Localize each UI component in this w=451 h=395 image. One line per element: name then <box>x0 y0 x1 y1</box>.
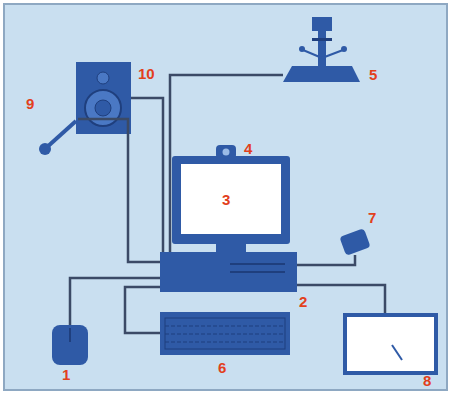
frame <box>4 4 447 390</box>
callout-number: 6 <box>218 360 226 376</box>
cable <box>70 278 160 325</box>
cable <box>125 287 160 333</box>
microphone-symbol <box>39 121 76 155</box>
callout-number: 10 <box>138 66 155 82</box>
camera-stand-node: 5 <box>283 17 360 82</box>
speaker-symbol <box>76 62 131 134</box>
cable-line <box>125 287 160 333</box>
keyboard-node: 6 <box>160 312 290 355</box>
cable-line <box>131 98 163 252</box>
drawing-tablet-symbol <box>345 315 436 373</box>
mouse-node: 1 <box>52 325 88 365</box>
cable-line <box>170 75 283 252</box>
camera-stand-symbol <box>283 17 360 82</box>
keyboard-symbol <box>160 312 290 355</box>
monitor-symbol <box>172 156 290 253</box>
callout-number: 1 <box>62 367 70 383</box>
callout-number: 3 <box>222 192 230 208</box>
cable-line <box>297 285 385 313</box>
mouse-symbol <box>52 325 88 365</box>
callout-number: 7 <box>368 210 376 226</box>
system-unit-symbol <box>160 252 297 292</box>
cable <box>297 255 355 265</box>
webcam-node: 4 <box>216 145 236 159</box>
callout-number: 2 <box>299 294 307 310</box>
callout-number: 8 <box>423 373 431 389</box>
cable <box>170 75 283 252</box>
cable-line <box>78 119 160 262</box>
cable <box>78 119 160 262</box>
webcam-symbol <box>216 145 236 159</box>
small-device-node: 7 <box>340 228 370 255</box>
small-device-symbol <box>339 228 370 256</box>
tablet-node: 8 <box>343 313 438 375</box>
microphone-node: 9 <box>40 118 78 156</box>
callout-number: 4 <box>244 141 252 157</box>
cable-line <box>297 255 355 265</box>
speaker-node: 10 <box>76 62 131 134</box>
callout-number: 5 <box>369 67 377 83</box>
cable <box>297 285 385 313</box>
monitor-node: 3 <box>172 156 290 244</box>
cable-line <box>70 278 160 325</box>
cable <box>131 98 163 252</box>
system-unit-node: 2 <box>160 252 297 292</box>
callout-number: 9 <box>26 96 34 112</box>
